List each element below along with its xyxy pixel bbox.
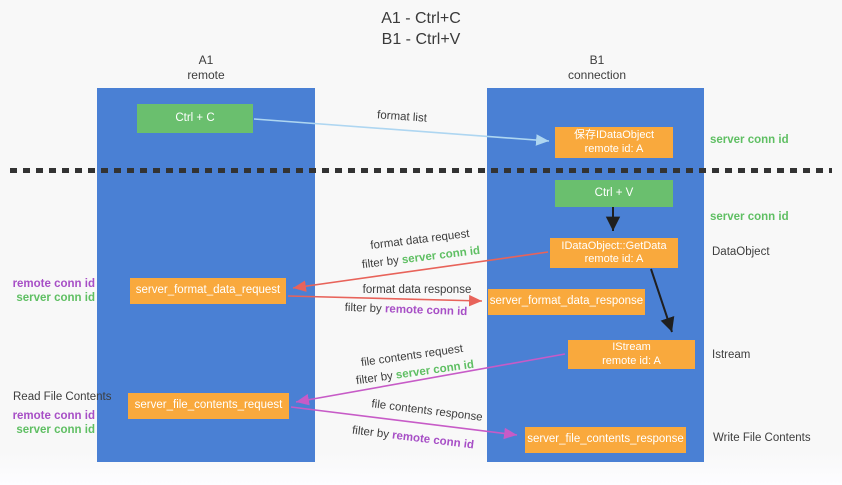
- title-line-2: B1 - Ctrl+V: [381, 31, 461, 48]
- filter-by-text: filter by: [344, 301, 382, 316]
- getdata-to-format-request-arrow: [292, 251, 549, 292]
- ctrl-v-box: Ctrl + V: [555, 180, 673, 207]
- lane-header-b1: B1 connection: [537, 53, 657, 83]
- server-format-data-request-label: server_format_data_request: [135, 284, 281, 297]
- server-file-contents-response-box: server_file_contents_response: [525, 427, 686, 453]
- getdata-line1: IDataObject::GetData: [561, 239, 667, 252]
- lane-b1-subtitle: connection: [567, 68, 627, 82]
- lane-header-a1: A1 remote: [146, 53, 266, 83]
- remote-conn-id-annotation: remote conn id: [12, 410, 95, 422]
- istream-to-file-request-arrow: [295, 353, 566, 406]
- server-file-contents-request-box: server_file_contents_request: [128, 393, 289, 419]
- ctrl-c-label: Ctrl + C: [175, 111, 215, 124]
- remote-conn-id-annotation: remote conn id: [12, 278, 95, 290]
- dashed-divider: [10, 168, 832, 173]
- ctrl-c-box: Ctrl + C: [137, 104, 253, 133]
- save-idataobject-box: 保存IDataObject remote id: A: [555, 127, 673, 158]
- server-file-contents-request-label: server_file_contents_request: [134, 399, 283, 412]
- lane-b1-name: B1: [589, 53, 605, 67]
- lane-a1-subtitle: remote: [187, 68, 225, 82]
- istream-line1: IStream: [612, 341, 651, 353]
- file-conn-id-pair: remote conn id server conn id: [0, 409, 95, 437]
- getdata-line2: remote id: A: [584, 253, 644, 265]
- lane-a1-name: A1: [198, 53, 214, 67]
- title-line-1: A1 - Ctrl+C: [381, 10, 461, 27]
- format-data-response-label: format data response: [362, 284, 472, 296]
- save-idataobject-line1: 保存IDataObject: [573, 129, 655, 141]
- server-format-data-request-box: server_format_data_request: [130, 278, 286, 304]
- server-format-data-response-box: server_format_data_response: [488, 289, 645, 315]
- idataobject-getdata-box: IDataObject::GetData remote id: A: [550, 238, 678, 268]
- format-list-arrow: [253, 118, 550, 146]
- write-file-contents-label: Write File Contents: [713, 432, 811, 444]
- server-conn-id-annotation: server conn id: [16, 292, 95, 304]
- dataobject-label: DataObject: [712, 246, 770, 258]
- istream-box: IStream remote id: A: [568, 340, 695, 369]
- server-file-contents-response-label: server_file_contents_response: [527, 433, 684, 446]
- getdata-to-istream-arrow: [650, 268, 675, 333]
- save-idataobject-line2: remote id: A: [584, 142, 644, 155]
- file-request-to-response-arrow: [290, 406, 518, 440]
- read-file-contents-label: Read File Contents: [13, 391, 112, 403]
- server-conn-id-top-label: server conn id: [710, 134, 789, 146]
- diagram-title: A1 - Ctrl+C B1 - Ctrl+V: [0, 8, 842, 50]
- format-conn-id-pair: remote conn id server conn id: [0, 277, 95, 305]
- server-conn-id-mid-label: server conn id: [710, 211, 789, 223]
- istream-line2: remote id: A: [602, 354, 661, 367]
- server-format-data-response-label: server_format_data_response: [489, 295, 644, 308]
- server-conn-id-annotation: server conn id: [16, 424, 95, 436]
- istream-side-label: Istream: [712, 349, 751, 361]
- format-request-to-response-arrow: [287, 294, 483, 307]
- ctrl-v-label: Ctrl + V: [594, 186, 634, 199]
